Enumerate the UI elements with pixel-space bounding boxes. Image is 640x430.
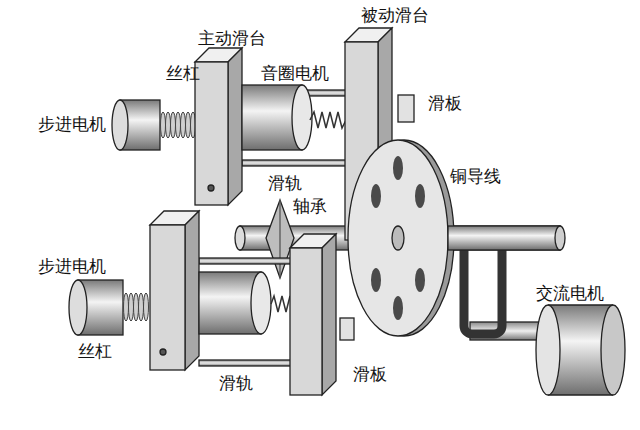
- shaft-end: [555, 226, 565, 250]
- active-slide-table: [150, 225, 185, 370]
- bearing-edge: [279, 200, 280, 278]
- part-label: 被动滑台: [361, 6, 429, 25]
- shaft-end: [235, 226, 245, 250]
- disk-holes: [371, 156, 425, 320]
- part-label: 步进电机: [38, 115, 106, 134]
- motor-face: [536, 305, 560, 395]
- stepper-face: [112, 100, 128, 150]
- part-label: 滑轨: [268, 174, 302, 193]
- lead-screw: [161, 112, 196, 138]
- voice-coil-end: [251, 272, 271, 334]
- voice-coil-end: [292, 85, 312, 150]
- active-slide-table: [195, 62, 228, 205]
- motor-edge: [548, 394, 613, 395]
- screw-head: [160, 349, 166, 355]
- disk-hub: [392, 226, 404, 250]
- shaft-body: [448, 226, 560, 250]
- slide-table-side: [185, 211, 199, 370]
- slide-table-side: [228, 48, 242, 205]
- part-label: 步进电机: [38, 257, 106, 276]
- disk-face: [348, 140, 448, 336]
- slide-rail: [199, 258, 300, 264]
- part-label: 铜导线: [450, 167, 501, 186]
- spring: [310, 112, 346, 128]
- copper-disk: [348, 140, 454, 336]
- slide-plate: [340, 318, 354, 340]
- part-label: 滑轨: [219, 374, 253, 393]
- slide-rail: [242, 160, 350, 166]
- ac-motor: [470, 305, 625, 395]
- screw-head: [208, 185, 214, 191]
- stepper-face: [69, 280, 87, 335]
- slide-rail: [199, 360, 300, 366]
- part-label: 轴承: [293, 197, 327, 216]
- part-label: 丝杠: [78, 342, 112, 361]
- part-label: 滑板: [353, 365, 387, 384]
- slide-table-side: [322, 234, 336, 395]
- part-label: 丝杠: [166, 64, 200, 83]
- drive-belt: [464, 236, 502, 334]
- passive-slide-table: [290, 248, 322, 395]
- part-label: 音圈电机: [261, 64, 329, 83]
- part-label: 主动滑台: [198, 29, 266, 48]
- motor-edge: [548, 304, 613, 305]
- bottom-slide-assembly: [69, 211, 354, 395]
- part-label: 滑板: [428, 94, 462, 113]
- slide-plate: [398, 95, 414, 122]
- part-label: 交流电机: [536, 284, 604, 303]
- lead-screw: [124, 293, 149, 321]
- motor-end: [601, 305, 625, 395]
